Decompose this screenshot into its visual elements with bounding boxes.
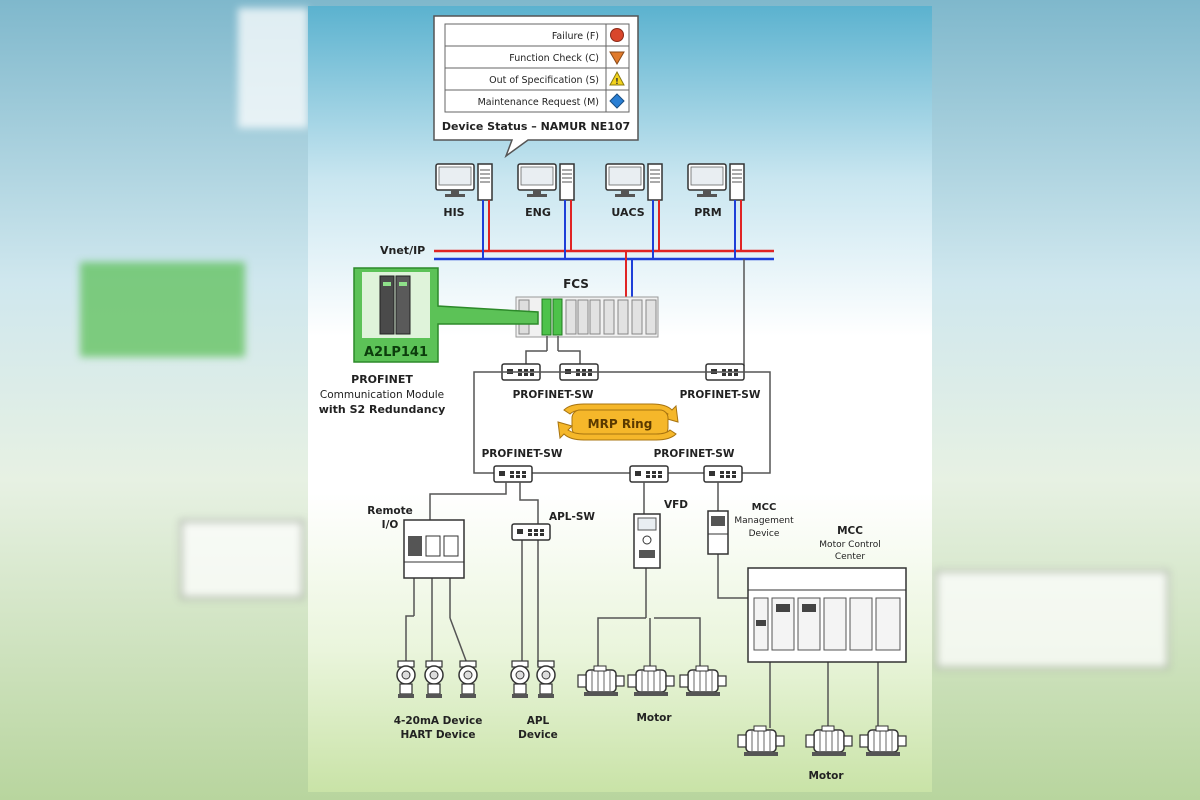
network-diagram: Failure (F) Function Check (C) Out of Sp…	[319, 15, 907, 782]
svg-text:PROFINET-SW: PROFINET-SW	[680, 389, 761, 401]
apl-device-label-2: Device	[518, 729, 558, 741]
profinet-switch-top-left[interactable]: PROFINET-SW	[501, 363, 599, 401]
svg-text:APL-SW: APL-SW	[549, 511, 595, 523]
station-his[interactable]: HIS	[435, 163, 493, 219]
motor[interactable]	[859, 725, 907, 757]
profinet-switch-bottom-left[interactable]: PROFINET-SW	[482, 448, 563, 483]
apl-device[interactable]	[510, 660, 530, 699]
station-prm[interactable]: PRM	[687, 163, 745, 219]
motor[interactable]	[737, 725, 785, 757]
svg-text:MCC: MCC	[837, 525, 863, 537]
diagram-panel: Failure (F) Function Check (C) Out of Sp…	[308, 6, 932, 792]
field-links	[405, 482, 879, 728]
motor-label: Motor	[808, 770, 844, 782]
svg-text:PROFINET-SW: PROFINET-SW	[654, 448, 735, 460]
svg-text:FCS: FCS	[563, 277, 589, 291]
function-check-triangle-icon	[609, 51, 625, 65]
ghost-legend	[238, 8, 308, 128]
module-desc-line3: with S2 Redundancy	[319, 403, 446, 416]
failure-circle-icon	[610, 28, 624, 42]
motor[interactable]	[679, 665, 727, 697]
profinet-switch-top-right[interactable]: PROFINET-SW	[680, 363, 761, 401]
out-of-spec-warning-icon	[609, 70, 625, 86]
svg-text:PROFINET-SW: PROFINET-SW	[482, 448, 563, 460]
motor[interactable]	[577, 665, 625, 697]
motor[interactable]	[627, 665, 675, 697]
svg-text:I/O: I/O	[382, 519, 399, 531]
vfd-drive[interactable]: VFD	[633, 499, 688, 569]
svg-text:PRM: PRM	[694, 206, 721, 219]
svg-text:Center: Center	[835, 552, 866, 562]
fcs-controller[interactable]: FCS	[515, 277, 659, 338]
remote-io[interactable]: Remote I/O	[367, 505, 465, 579]
svg-text:Remote: Remote	[367, 505, 413, 517]
apl-device-label-1: APL	[527, 715, 550, 727]
legend-row-label: Out of Specification (S)	[489, 75, 599, 86]
mrp-label: MRP Ring	[588, 417, 653, 431]
a2lp141-module[interactable]: A2LP141	[353, 267, 539, 363]
vnet-bus: Vnet/IP	[380, 200, 774, 366]
svg-text:HIS: HIS	[443, 206, 464, 219]
apl-device[interactable]	[536, 660, 556, 699]
maintenance-diamond-icon	[609, 93, 625, 109]
legend-row-label: Failure (F)	[552, 31, 599, 42]
field-device-label-1: 4-20mA Device	[394, 715, 483, 727]
ne107-legend: Failure (F) Function Check (C) Out of Sp…	[433, 15, 639, 159]
svg-text:ENG: ENG	[525, 206, 551, 219]
svg-text:VFD: VFD	[664, 499, 688, 511]
svg-text:UACS: UACS	[611, 206, 644, 219]
field-device-label-2: HART Device	[401, 729, 476, 741]
motor-control-center[interactable]: MCC Motor Control Center	[747, 525, 907, 663]
apl-switch[interactable]: APL-SW	[511, 511, 595, 541]
module-name: A2LP141	[364, 345, 428, 360]
mcc-management-device[interactable]: MCC Management Device	[707, 502, 794, 555]
ghost-remote-io	[180, 520, 304, 599]
svg-text:PROFINET-SW: PROFINET-SW	[513, 389, 594, 401]
motor[interactable]	[805, 725, 853, 757]
module-desc-line2: Communication Module	[320, 389, 444, 401]
hart-transmitter[interactable]	[396, 660, 416, 699]
svg-text:!: !	[615, 77, 619, 86]
mrp-ring: MRP Ring	[473, 371, 771, 474]
svg-text:Motor Control: Motor Control	[819, 540, 880, 550]
legend-row-label: Maintenance Request (M)	[478, 97, 599, 108]
hart-transmitter[interactable]	[458, 660, 478, 699]
hart-transmitter[interactable]	[424, 660, 444, 699]
motor-label: Motor	[636, 712, 672, 724]
ghost-mcc	[935, 570, 1169, 669]
fcs-uplinks	[525, 336, 581, 364]
svg-text:Device: Device	[749, 529, 780, 539]
ghost-module	[80, 262, 245, 357]
profinet-switch-bottom-right[interactable]: PROFINET-SW	[629, 448, 743, 483]
svg-text:Management: Management	[734, 516, 794, 526]
station-uacs[interactable]: UACS	[605, 163, 663, 219]
vnet-label: Vnet/IP	[380, 244, 425, 257]
legend-row-label: Function Check (C)	[509, 53, 599, 64]
svg-text:MCC: MCC	[752, 502, 777, 513]
module-desc-line1: PROFINET	[351, 373, 413, 386]
legend-title: Device Status – NAMUR NE107	[442, 120, 630, 133]
station-eng[interactable]: ENG	[517, 163, 575, 219]
